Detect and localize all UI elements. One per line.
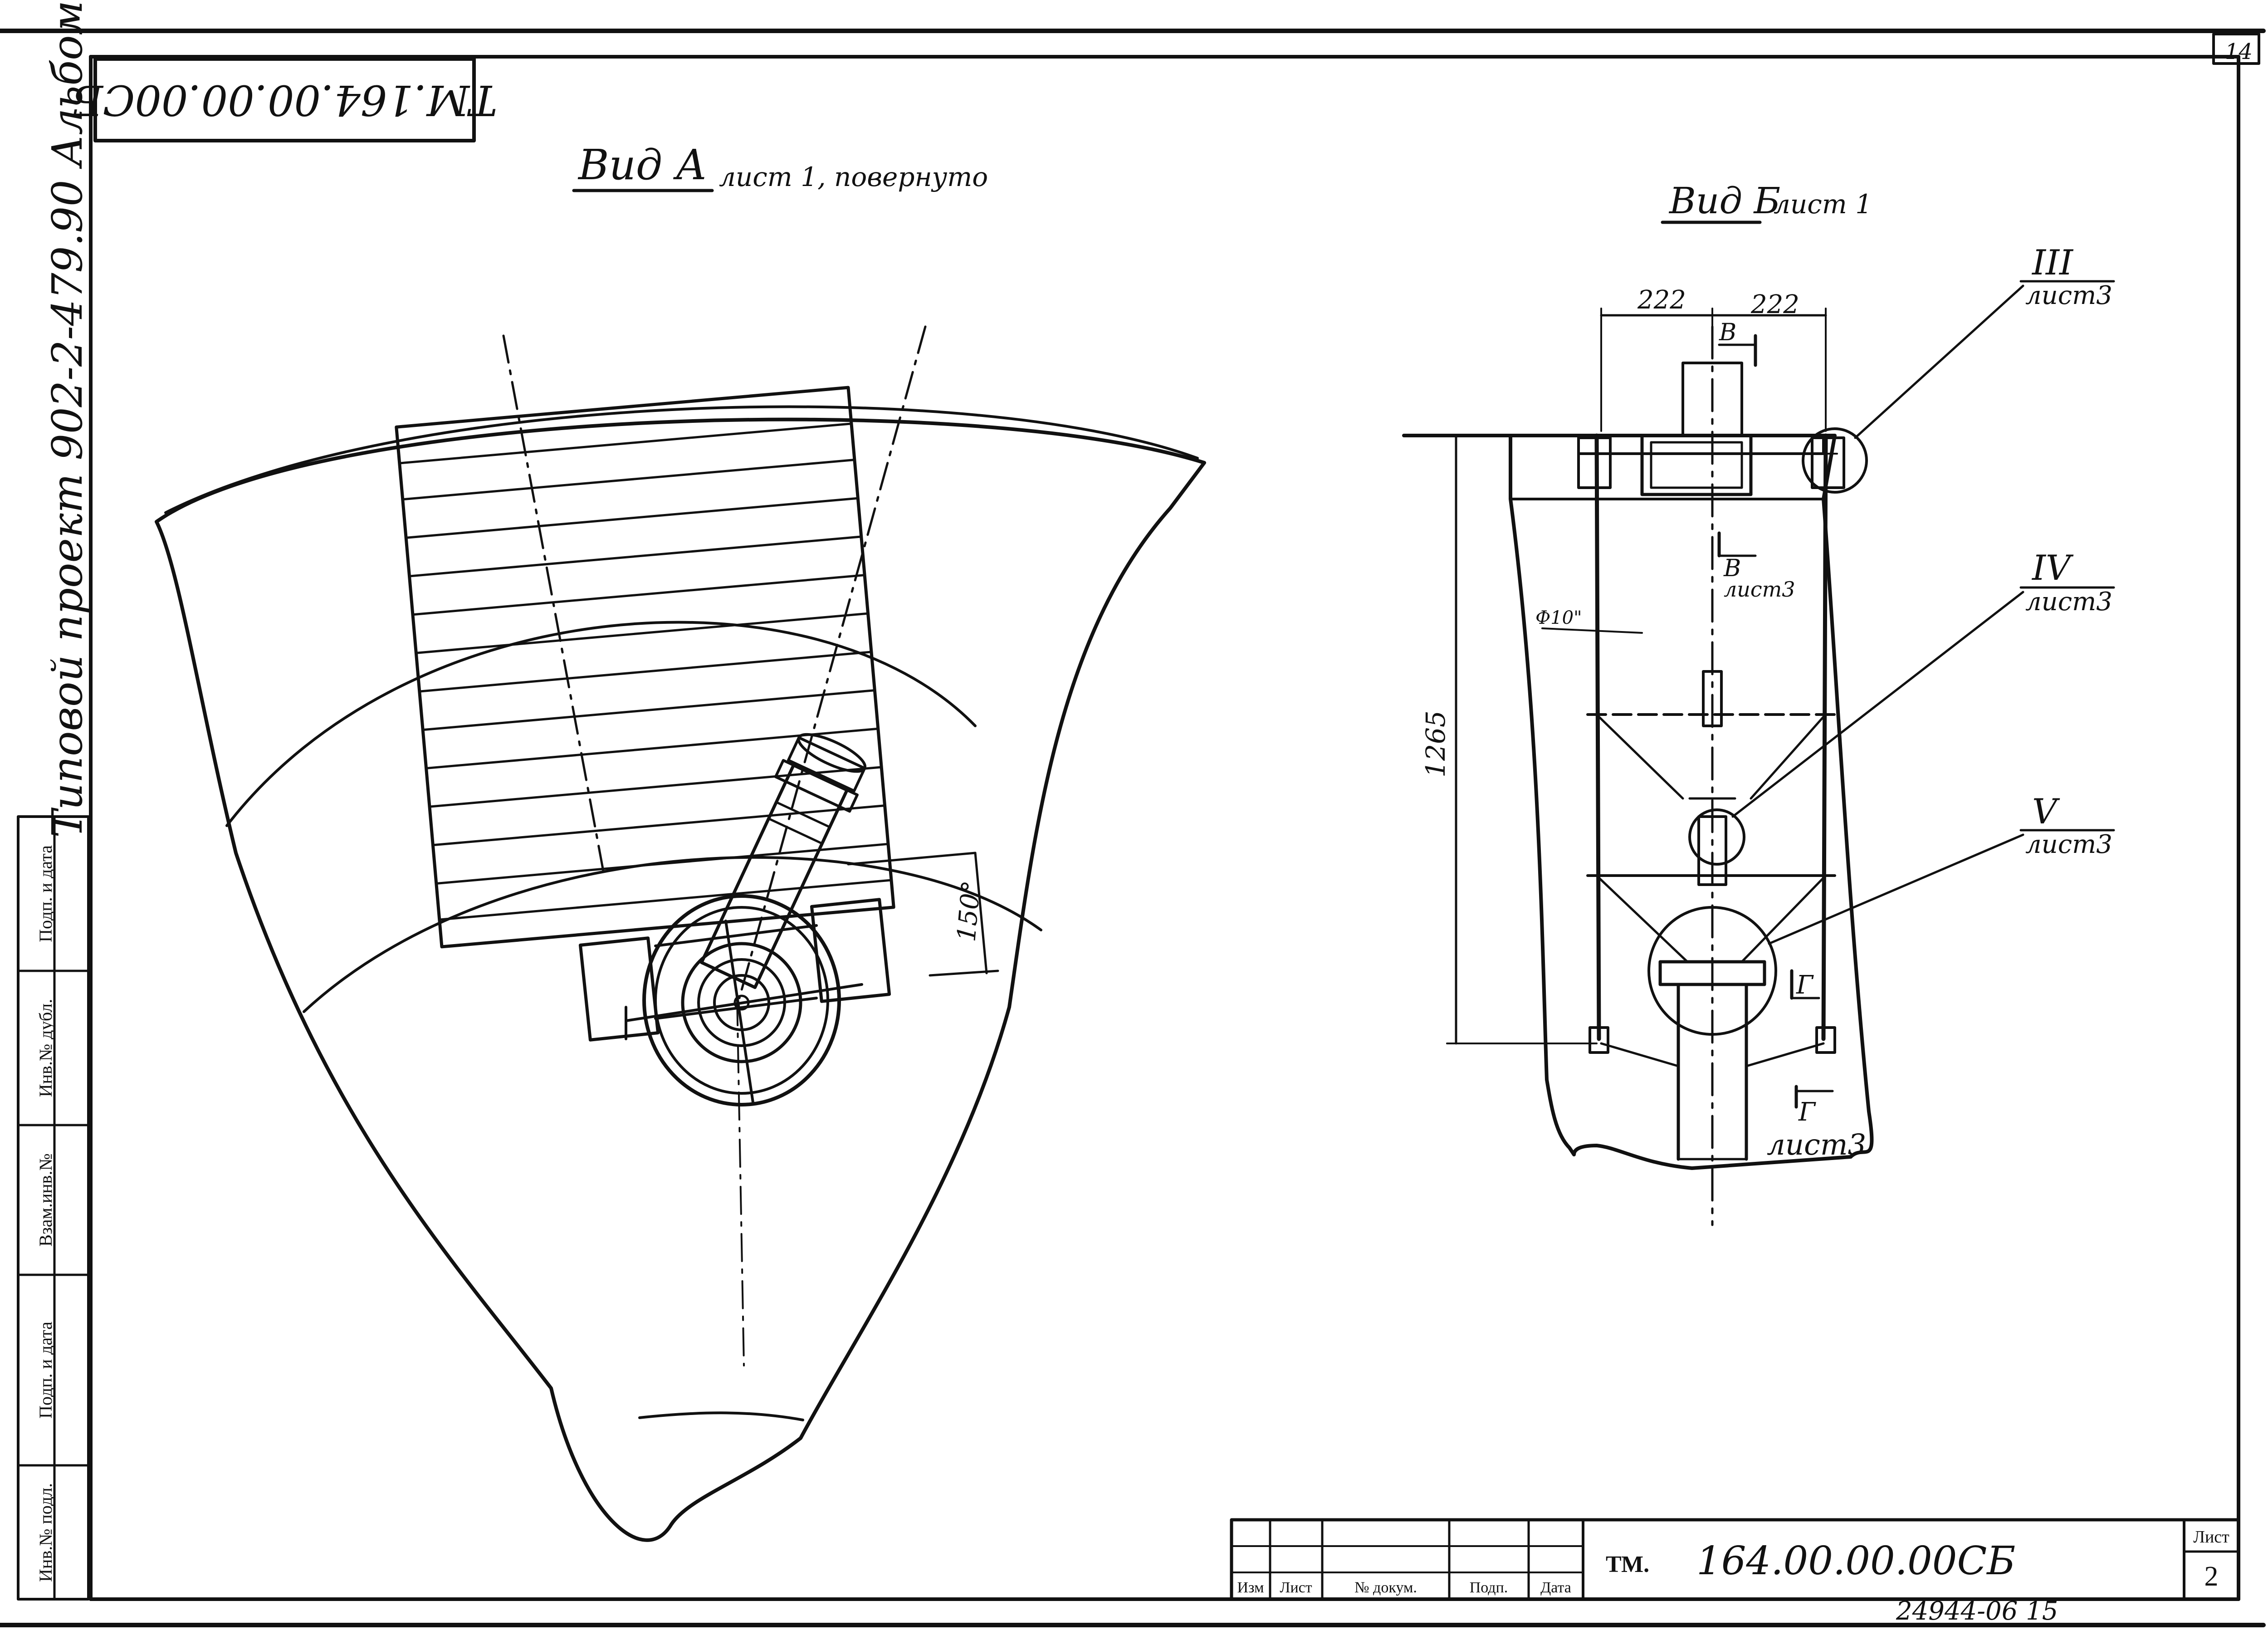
outlet-flange [1658, 960, 1766, 986]
stamp-cell-3: Взам.инв.№ [35, 1153, 56, 1246]
title-code: 164.00.00.00СБ [1696, 1538, 2015, 1584]
section-g-sheet: лист3 [1767, 1128, 1866, 1162]
rotated-code-stamp: ТМ.164.00.00.00СБ [72, 57, 498, 142]
section-b-marker: В В лист3 [1717, 319, 1795, 602]
callout-4-number: IV [2031, 548, 2074, 588]
view-a: Вид А лист 1, повернуто [155, 141, 1206, 1542]
flange [625, 894, 863, 1106]
stamp-cell-4: Подп. и дата [35, 1322, 56, 1419]
title-header-izm: Изм [1237, 1579, 1264, 1596]
callout-3-number: III [2031, 242, 2074, 283]
stamp-cell-2: Инв.№ дубл. [35, 999, 56, 1097]
section-g-bottom-label: Г [1798, 1097, 1816, 1127]
left-approval-stamp: Подп. и дата Инв.№ дубл. Взам.инв.№ Подп… [17, 815, 90, 1601]
funnel-bottom-chord [638, 1411, 804, 1421]
callout-5-number: V [2032, 791, 2060, 832]
section-b-sheet: лист3 [1724, 577, 1795, 602]
title-code-prefix: ТМ. [1606, 1552, 1649, 1577]
view-a-axis-2 [738, 325, 927, 999]
dimension-d10: Ф10" [1535, 607, 1582, 628]
funnel-ring-2 [303, 856, 1042, 1013]
center-top-block [1640, 434, 1753, 496]
right-rod [1821, 433, 1828, 1041]
vessel-outline [1402, 434, 1874, 1170]
title-header-sign: Подп. [1470, 1579, 1508, 1596]
title-header-date: Дата [1540, 1579, 1571, 1596]
slanted-pipe [700, 733, 867, 989]
bracket-left [578, 936, 660, 1042]
bottom-archive-number: 24944-06 15 [1896, 1596, 2058, 1626]
dimension-1265: 1265 [1403, 434, 1598, 1045]
dimension-222: 222 222 [1600, 285, 1827, 432]
title-header-list: Лист [1280, 1579, 1312, 1596]
funnel-rim [164, 405, 1199, 514]
right-bolt-block [1811, 436, 1845, 489]
view-b-subtitle: лист 1 [1774, 189, 1872, 220]
top-beam [1577, 434, 1825, 455]
view-a-subtitle: лист 1, повернуто [719, 162, 988, 192]
callout-3-sheet: лист3 [2025, 281, 2112, 310]
left-bolt-block [1577, 436, 1612, 489]
title-header-doc: № докум. [1354, 1579, 1417, 1596]
section-g-right-label: Г [1796, 970, 1814, 1000]
view-b-title: Вид Б [1668, 180, 1780, 222]
dimension-1265-label: 1265 [1420, 710, 1451, 778]
stamp-cell-5: Инв.№ подл. [35, 1483, 56, 1582]
title-block: Изм Лист № докум. Подп. Дата ТМ. 164.00.… [1230, 1518, 2240, 1601]
dimension-222-right: 222 [1750, 290, 1799, 319]
callout-3: III лист3 [1802, 242, 2115, 494]
funnel-ring-1 [225, 621, 977, 827]
callout-4: IV лист3 [1688, 548, 2115, 866]
view-a-axis-3 [736, 997, 745, 1366]
callout-5-sheet: лист3 [2025, 830, 2112, 859]
section-b-top-label: В [1719, 319, 1736, 346]
corner-sheet-number: 14 [2225, 39, 2253, 64]
rotated-code-text: ТМ.164.00.00.00СБ [72, 76, 497, 124]
vertical-project-label: Типовой проект 902-2-479.90 Альбом 6 [43, 0, 92, 838]
view-a-title: Вид А [577, 141, 707, 189]
dimension-222-left: 222 [1637, 285, 1686, 315]
rotated-grid [395, 386, 895, 949]
section-b-mid-label: В [1723, 555, 1741, 582]
dimension-150-label: 150° [952, 879, 987, 943]
view-b: Вид Б лист 1 [1402, 180, 2115, 1226]
callout-4-sheet: лист3 [2025, 587, 2112, 617]
view-a-axis-1 [502, 334, 605, 872]
title-sheet-number: 2 [2204, 1561, 2219, 1592]
title-sheet-label: Лист [2193, 1528, 2229, 1547]
section-g-marker: Г Г лист3 [1767, 969, 1866, 1162]
callout-5: V лист3 [1647, 791, 2115, 1036]
dimension-150: 150° [847, 852, 999, 977]
funnel-outline [155, 417, 1206, 1542]
sheet-frame: 14 [0, 29, 2266, 1627]
stamp-cell-1: Подп. и дата [35, 845, 56, 942]
left-rod [1594, 433, 1601, 1041]
